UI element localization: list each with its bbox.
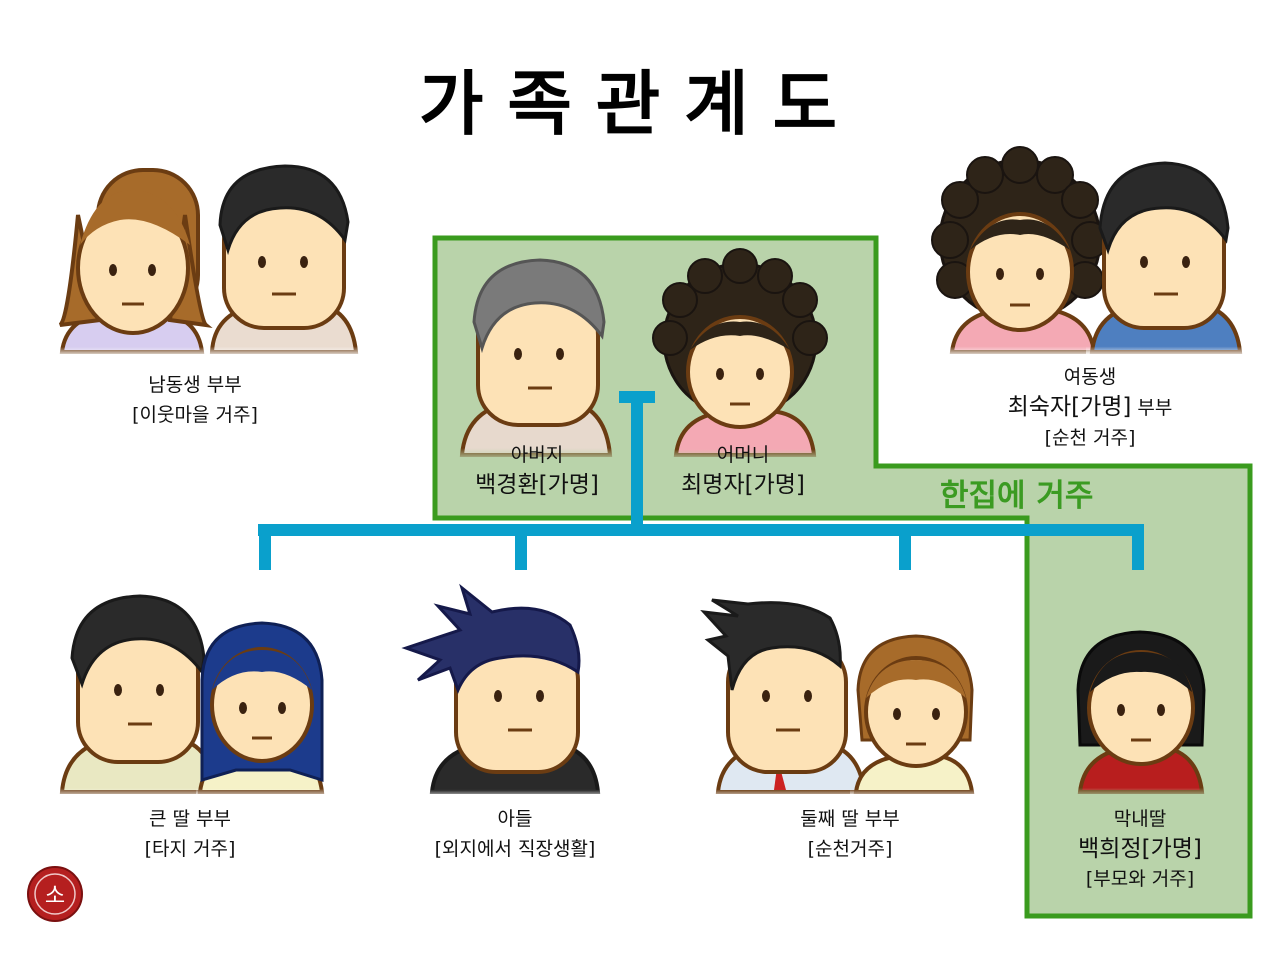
second-daughter-husband-avatar	[700, 598, 872, 798]
son-avatar	[401, 583, 606, 798]
father-relation: 아버지	[510, 444, 564, 466]
eldest-daughter-husband-avatar	[56, 594, 226, 798]
brother-label: 남동생 부부 [이웃마을 거주]	[90, 370, 300, 430]
mother-avatar	[652, 248, 828, 460]
mother-name: 최명자[가명]	[681, 472, 805, 498]
mother-label: 어머니 최명자[가명]	[668, 440, 818, 500]
youngest-daughter-name: 백희정[가명]	[1078, 836, 1202, 862]
eldest-daughter-avatar	[196, 621, 326, 798]
brother-relation: 남동생 부부	[148, 374, 242, 396]
second-daughter-avatar	[850, 634, 980, 798]
father-avatar	[456, 258, 616, 460]
page-title: 가족관계도	[419, 63, 861, 145]
brother-residence: [이웃마을 거주]	[132, 404, 258, 426]
youngest-daughter-label: 막내딸 백희정[가명] [부모와 거주]	[1040, 804, 1240, 894]
second-daughter-label: 둘째 딸 부부 [순천거주]	[760, 804, 940, 864]
sister-relation: 여동생	[1063, 366, 1117, 388]
family-tree-lines	[258, 391, 1144, 570]
youngest-daughter-residence: [부모와 거주]	[1085, 868, 1195, 890]
sister-name: 최숙자[가명]	[1007, 394, 1132, 420]
svg-text:소: 소	[45, 884, 65, 909]
brother-wife-avatar	[56, 168, 216, 356]
brother-avatar	[206, 164, 366, 356]
eldest-daughter-label: 큰 딸 부부 [타지 거주]	[100, 804, 280, 864]
sister-couple: 부부	[1131, 397, 1173, 419]
sister-avatar	[931, 146, 1109, 356]
father-name: 백경환[가명]	[475, 472, 599, 498]
household-label: 한집에 거주	[940, 478, 1094, 514]
youngest-daughter-avatar	[1072, 630, 1212, 798]
son-label: 아들 [외지에서 직장생활]	[400, 804, 630, 864]
eldest-daughter-residence: [타지 거주]	[144, 838, 236, 860]
second-daughter-residence: [순천거주]	[807, 838, 893, 860]
father-label: 아버지 백경환[가명]	[462, 440, 612, 500]
sister-residence: [순천 거주]	[1044, 427, 1136, 449]
sister-label: 여동생 최숙자[가명] 부부 [순천 거주]	[960, 362, 1220, 453]
sister-husband-avatar	[1086, 161, 1246, 356]
youngest-daughter-relation: 막내딸	[1113, 808, 1167, 830]
mother-relation: 어머니	[716, 444, 770, 466]
second-daughter-relation: 둘째 딸 부부	[800, 808, 900, 830]
logo-seal: 소	[27, 866, 83, 922]
son-relation: 아들	[497, 808, 533, 830]
eldest-daughter-relation: 큰 딸 부부	[149, 808, 231, 830]
son-residence: [외지에서 직장생활]	[434, 838, 596, 860]
